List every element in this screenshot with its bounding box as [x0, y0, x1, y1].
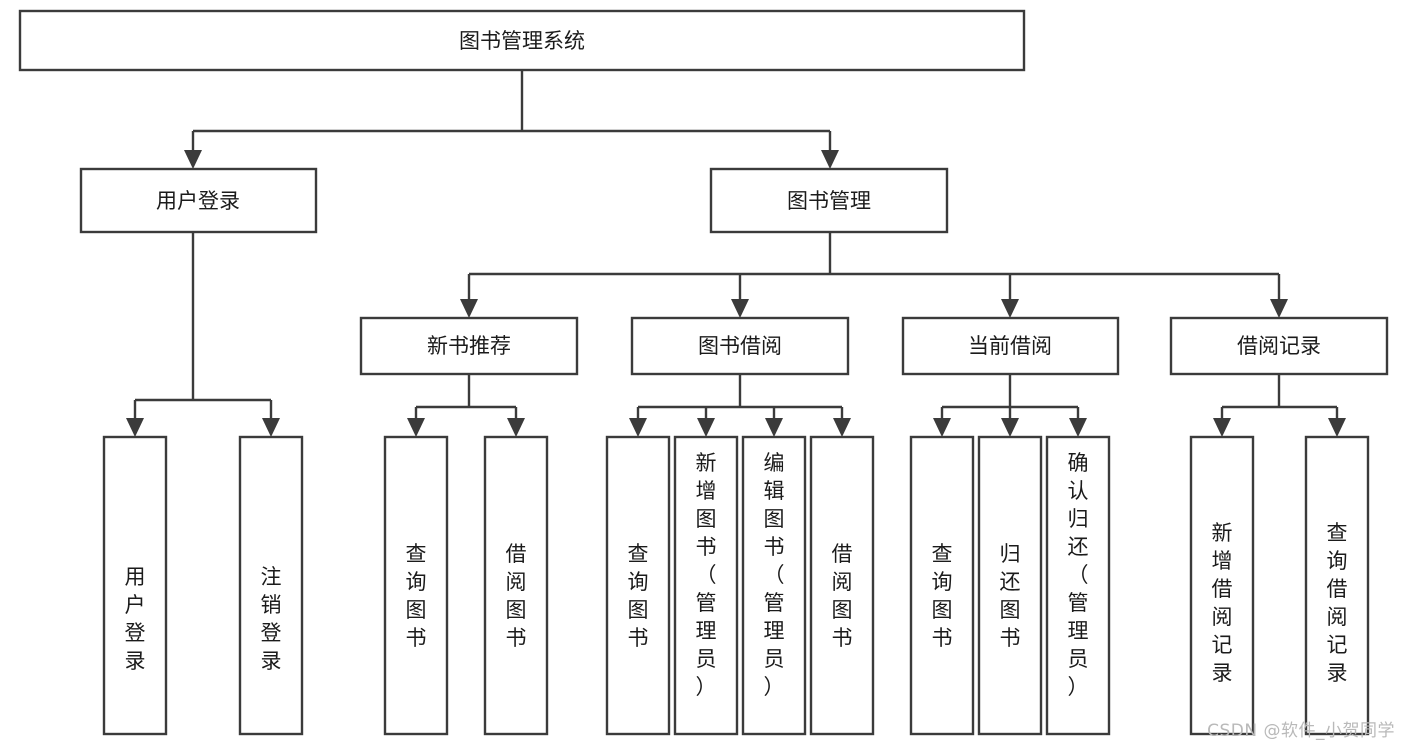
node-box[interactable] — [977, 435, 1043, 736]
leaf-注销登录[interactable]: 注销登录 — [238, 435, 304, 736]
connector-图书借阅-to-leaves — [636, 374, 844, 420]
arrow-to-leaf-用户登录 — [126, 418, 144, 437]
leaf-查询图书-当前借阅[interactable]: 查询图书 — [909, 435, 975, 736]
node-box[interactable] — [483, 435, 549, 736]
node-label: 当前借阅 — [968, 334, 1052, 358]
node-box[interactable] — [238, 435, 304, 736]
arrow-to-leaf-归还图书 — [1001, 418, 1019, 437]
leaf-label: 查询图书 — [406, 542, 427, 650]
csdn-watermark: CSDN @软件_小贺同学 — [1207, 721, 1395, 741]
arrow-to-leaf-新增借阅记录 — [1213, 418, 1231, 437]
connector-当前借阅-to-leaves — [940, 374, 1080, 420]
leaf-新增图书-管理员[interactable]: 新增图书（管理员） — [673, 435, 739, 736]
arrow-to-用户登录 — [184, 150, 202, 169]
connector-root-to-level2 — [191, 70, 832, 152]
node-label: 用户登录 — [156, 189, 240, 213]
arrow-to-leaf-借阅图书-2 — [833, 418, 851, 437]
node-box[interactable] — [18, 9, 1026, 72]
node-新书推荐[interactable]: 新书推荐 — [359, 316, 579, 376]
node-box[interactable] — [909, 435, 975, 736]
arrow-to-leaf-查询图书-3 — [933, 418, 951, 437]
leaf-label: 查询借阅记录 — [1327, 521, 1348, 685]
node-box[interactable] — [809, 435, 875, 736]
node-label: 借阅记录 — [1237, 334, 1321, 358]
arrow-to-当前借阅 — [1001, 299, 1019, 318]
leaf-label: 注销登录 — [261, 565, 282, 673]
node-box[interactable] — [1304, 435, 1370, 736]
node-图书管理[interactable]: 图书管理 — [709, 167, 949, 234]
leaf-label: 确认归还（管理员） — [1068, 451, 1089, 699]
leaf-label: 编辑图书（管理员） — [764, 451, 785, 699]
node-当前借阅[interactable]: 当前借阅 — [901, 316, 1120, 376]
arrow-to-图书借阅 — [731, 299, 749, 318]
arrow-to-leaf-查询图书-2 — [629, 418, 647, 437]
node-借阅记录[interactable]: 借阅记录 — [1169, 316, 1389, 376]
leaf-label: 新增借阅记录 — [1212, 521, 1233, 685]
connector-用户登录-to-leaves — [133, 232, 273, 420]
node-box[interactable] — [741, 435, 807, 736]
node-box[interactable] — [102, 435, 168, 736]
node-box[interactable] — [605, 435, 671, 736]
arrow-to-leaf-查询图书-1 — [407, 418, 425, 437]
node-box[interactable] — [673, 435, 739, 736]
leaf-用户登录[interactable]: 用户登录 — [102, 435, 168, 736]
leaf-label: 新增图书（管理员） — [696, 451, 717, 699]
leaf-借阅图书-图书借阅[interactable]: 借阅图书 — [809, 435, 875, 736]
leaf-查询图书-图书借阅[interactable]: 查询图书 — [605, 435, 671, 736]
node-box[interactable] — [1169, 316, 1389, 376]
arrow-to-新书推荐 — [460, 299, 478, 318]
node-label: 图书管理 — [787, 189, 871, 213]
node-box[interactable] — [1045, 435, 1111, 736]
connector-新书推荐-to-leaves — [414, 374, 518, 420]
node-label: 图书管理系统 — [459, 29, 585, 53]
arrow-to-借阅记录 — [1270, 299, 1288, 318]
node-用户登录[interactable]: 用户登录 — [79, 167, 318, 234]
node-label: 新书推荐 — [427, 334, 511, 358]
arrow-to-leaf-查询借阅记录 — [1328, 418, 1346, 437]
connector-layer — [126, 70, 1346, 437]
node-label: 图书借阅 — [698, 334, 782, 358]
leaf-label: 借阅图书 — [506, 542, 527, 650]
node-box[interactable] — [630, 316, 850, 376]
arrow-to-leaf-编辑图书 — [765, 418, 783, 437]
leaf-查询借阅记录[interactable]: 查询借阅记录 — [1304, 435, 1370, 736]
leaf-label: 借阅图书 — [832, 542, 853, 650]
node-box[interactable] — [79, 167, 318, 234]
connector-图书管理-to-level3 — [467, 232, 1281, 300]
connector-借阅记录-to-leaves — [1220, 374, 1339, 420]
node-box[interactable] — [709, 167, 949, 234]
arrow-to-图书管理 — [821, 150, 839, 169]
leaf-编辑图书-管理员[interactable]: 编辑图书（管理员） — [741, 435, 807, 736]
arrow-to-leaf-注销登录 — [262, 418, 280, 437]
leaf-label: 查询图书 — [932, 542, 953, 650]
leaf-label: 归还图书 — [1000, 542, 1021, 650]
arrow-to-leaf-新增图书 — [697, 418, 715, 437]
leaf-确认归还-管理员[interactable]: 确认归还（管理员） — [1045, 435, 1111, 736]
leaf-借阅图书-新书推荐[interactable]: 借阅图书 — [483, 435, 549, 736]
node-box[interactable] — [1189, 435, 1255, 736]
node-root-图书管理系统[interactable]: 图书管理系统 — [18, 9, 1026, 72]
arrow-to-leaf-确认归还 — [1069, 418, 1087, 437]
leaf-label: 用户登录 — [125, 565, 146, 673]
leaf-查询图书-新书推荐[interactable]: 查询图书 — [383, 435, 449, 736]
leaf-新增借阅记录[interactable]: 新增借阅记录 — [1189, 435, 1255, 736]
node-box[interactable] — [383, 435, 449, 736]
leaf-label: 查询图书 — [628, 542, 649, 650]
node-box[interactable] — [901, 316, 1120, 376]
arrow-to-leaf-借阅图书-1 — [507, 418, 525, 437]
node-图书借阅[interactable]: 图书借阅 — [630, 316, 850, 376]
leaf-归还图书[interactable]: 归还图书 — [977, 435, 1043, 736]
node-box[interactable] — [359, 316, 579, 376]
